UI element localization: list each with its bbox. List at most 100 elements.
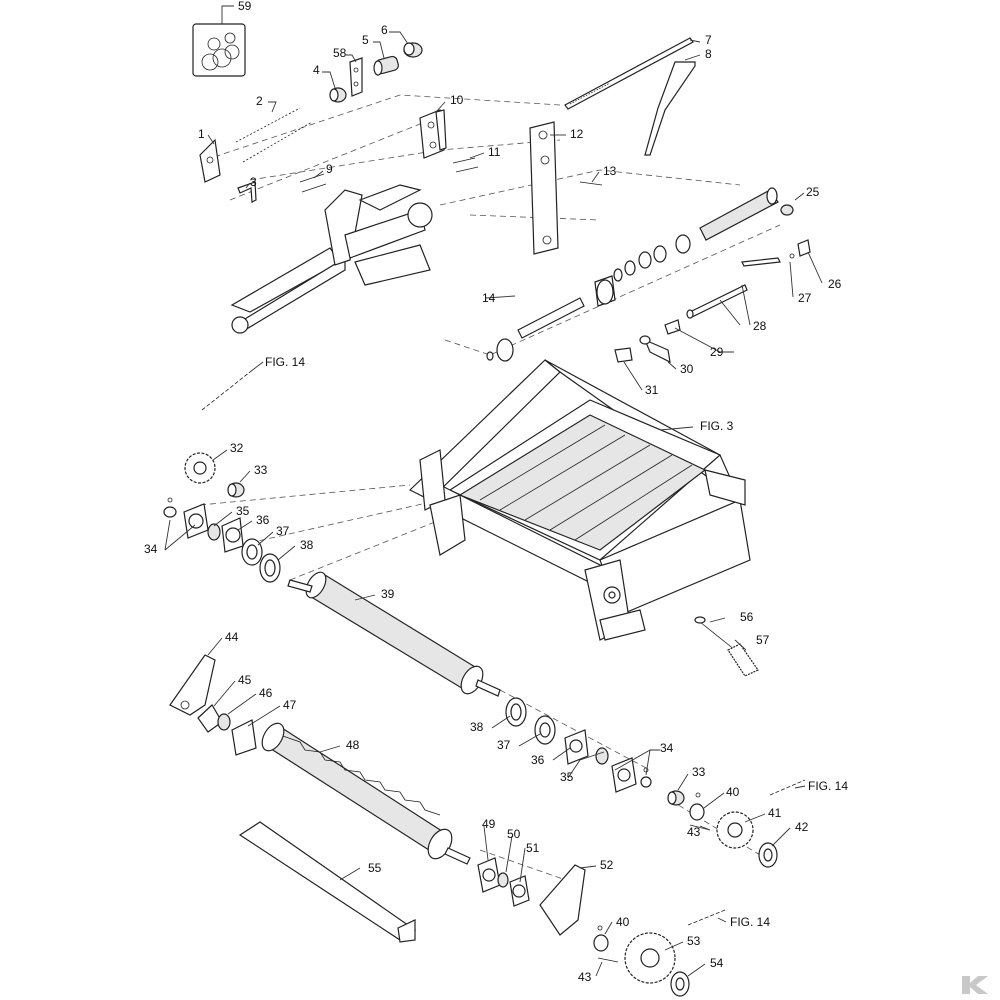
part-number-label: 53 bbox=[687, 934, 701, 948]
tension-springs bbox=[235, 107, 313, 163]
bearing-stack-rotor bbox=[477, 857, 530, 907]
sprocket-group-upper bbox=[689, 792, 778, 868]
drive-chain-mid bbox=[769, 779, 806, 796]
part-number-label: 44 bbox=[225, 630, 239, 644]
part-number-label: 45 bbox=[238, 673, 252, 687]
bale-chamber-frame bbox=[408, 359, 751, 641]
sprocket-group-lower bbox=[593, 925, 690, 997]
vertical-arm bbox=[529, 121, 559, 255]
part-number-label: 13 bbox=[603, 164, 617, 178]
cross-bar bbox=[238, 821, 417, 943]
spacer-bushing bbox=[227, 482, 245, 498]
part-number-label: 50 bbox=[507, 827, 521, 841]
part-number-label: 43 bbox=[687, 825, 701, 839]
cylinder-fittings bbox=[614, 239, 811, 364]
figure-reference-label: FIG. 3 bbox=[700, 419, 734, 433]
pin-cylinder bbox=[373, 55, 399, 76]
part-number-label: 55 bbox=[368, 861, 382, 875]
part-number-label: 33 bbox=[692, 765, 706, 779]
part-number-label: 57 bbox=[756, 633, 770, 647]
clevis-bracket bbox=[419, 109, 447, 159]
part-number-label: 35 bbox=[236, 504, 250, 518]
small-bracket bbox=[349, 57, 363, 97]
mounting-plate bbox=[199, 138, 221, 183]
leader-lines bbox=[164, 5, 823, 977]
part-number-label: 12 bbox=[570, 127, 584, 141]
part-number-label: 52 bbox=[600, 858, 614, 872]
part-number-label: 31 bbox=[645, 383, 659, 397]
part-number-label: 38 bbox=[300, 538, 314, 552]
part-number-label: 7 bbox=[705, 33, 712, 47]
part-number-label: 10 bbox=[450, 93, 464, 107]
seal-kit-bag bbox=[192, 23, 246, 77]
part-number-label: 56 bbox=[740, 610, 754, 624]
part-number-label: 30 bbox=[680, 362, 694, 376]
bearing-stack-lower bbox=[505, 697, 652, 793]
drive-chain-upper bbox=[201, 371, 251, 411]
part-number-label: 51 bbox=[526, 841, 540, 855]
part-number-label: 54 bbox=[710, 956, 724, 970]
part-number-label: 33 bbox=[254, 463, 268, 477]
part-number-label: 14 bbox=[482, 291, 496, 305]
part-labels: 1234567891011121314252627282930313233343… bbox=[144, 0, 848, 984]
part-number-label: 35 bbox=[560, 770, 574, 784]
figure-reference-label: FIG. 14 bbox=[808, 779, 848, 793]
part-number-label: 5 bbox=[362, 33, 369, 47]
feed-roller bbox=[287, 571, 501, 697]
drive-chain-lower bbox=[687, 909, 726, 926]
part-number-label: 34 bbox=[144, 542, 158, 556]
support-arm-left bbox=[169, 654, 216, 716]
drive-sprocket-small bbox=[184, 452, 216, 484]
part-number-label: 59 bbox=[238, 0, 252, 13]
flange-left bbox=[231, 719, 257, 756]
part-number-label: 34 bbox=[660, 741, 674, 755]
part-number-label: 41 bbox=[768, 806, 782, 820]
part-number-label: 36 bbox=[256, 513, 270, 527]
part-number-label: 1 bbox=[198, 127, 205, 141]
part-number-label: 43 bbox=[578, 970, 592, 984]
part-number-label: 46 bbox=[259, 686, 273, 700]
part-number-label: 42 bbox=[795, 820, 809, 834]
part-number-label: 49 bbox=[482, 817, 496, 831]
hydraulic-cylinder bbox=[486, 187, 794, 362]
part-number-label: 2 bbox=[256, 94, 263, 108]
spacer-bushing-lower bbox=[667, 790, 685, 806]
part-number-label: 47 bbox=[283, 698, 297, 712]
part-number-label: 3 bbox=[250, 175, 257, 189]
part-number-label: 6 bbox=[381, 23, 388, 37]
drawbar-frame bbox=[230, 184, 433, 334]
bearing-left bbox=[217, 713, 231, 731]
part-number-label: 38 bbox=[470, 720, 484, 734]
part-number-label: 29 bbox=[710, 345, 724, 359]
part-number-label: 37 bbox=[497, 738, 511, 752]
eye-bolt-spring bbox=[694, 616, 759, 677]
part-number-label: 9 bbox=[326, 162, 333, 176]
lever-arm bbox=[644, 61, 696, 156]
brand-logo-icon bbox=[962, 976, 988, 994]
part-number-label: 8 bbox=[705, 47, 712, 61]
assembly-dashed-lines bbox=[199, 94, 781, 886]
support-arm-hole bbox=[180, 700, 190, 710]
part-number-label: 32 bbox=[230, 441, 244, 455]
toothed-rotor bbox=[261, 722, 471, 865]
part-number-label: 37 bbox=[276, 524, 290, 538]
figure-reference-label: FIG. 14 bbox=[730, 915, 770, 929]
bearing-stack-upper bbox=[163, 497, 281, 583]
support-arm-right bbox=[539, 864, 586, 936]
bushing-part bbox=[403, 42, 423, 58]
part-number-label: 26 bbox=[828, 277, 842, 291]
part-number-label: 58 bbox=[333, 46, 347, 60]
pins bbox=[299, 157, 603, 193]
part-number-label: 39 bbox=[381, 587, 395, 601]
part-number-label: 40 bbox=[616, 915, 630, 929]
part-number-label: 4 bbox=[313, 63, 320, 77]
part-number-label: 25 bbox=[806, 185, 820, 199]
threaded-rod bbox=[564, 37, 694, 110]
small-bushing bbox=[329, 87, 347, 103]
l-pin bbox=[237, 181, 257, 203]
figure-reference-label: FIG. 14 bbox=[265, 355, 305, 369]
part-number-label: 48 bbox=[346, 738, 360, 752]
part-number-label: 11 bbox=[488, 145, 501, 159]
part-number-label: 28 bbox=[753, 319, 767, 333]
